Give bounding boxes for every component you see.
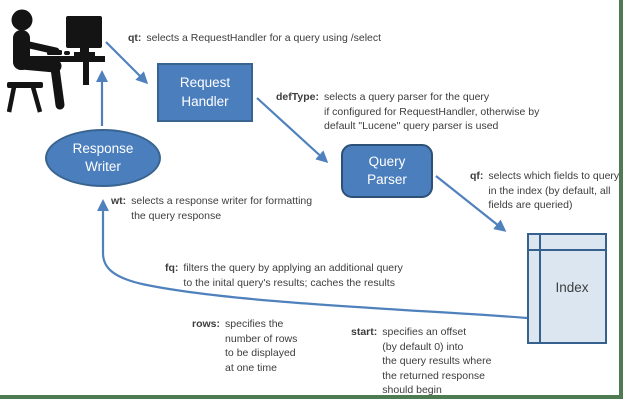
node-label-line: Writer: [85, 159, 121, 174]
annotation-line: at one time: [225, 361, 277, 374]
person-at-computer-icon: [6, 9, 105, 113]
annotation-line: the query results where: [382, 355, 492, 367]
annotation-line: filters the query by applying an additio…: [183, 262, 403, 274]
arrow-index-to-response-writer: [96, 198, 528, 320]
annotation-wt: wt: selects a response writer for format…: [111, 194, 312, 223]
param-label-qf: qf:: [470, 170, 484, 182]
node-label-line: Response: [72, 140, 134, 156]
node-label-line: Parser: [367, 172, 407, 187]
annotation-line: the query response: [131, 209, 222, 222]
param-label-rows: rows:: [192, 318, 221, 330]
node-index: Index: [527, 233, 607, 344]
annotation-line: default "Lucene" query parser is used: [323, 120, 499, 132]
node-label: Index: [555, 280, 589, 296]
annotation-start: start: specifies an offset (by default 0…: [351, 325, 491, 398]
arrow-query-parser-to-index: [435, 175, 507, 232]
slide-border-right: [619, 0, 623, 399]
annotation-line: specifies an offset: [382, 326, 467, 338]
index-column-divider: [538, 235, 541, 342]
node-request-handler: Request Handler: [157, 63, 253, 122]
annotation-fq: fq: filters the query by applying an add…: [165, 261, 403, 290]
annotation-deftype: defType: selects a query parser for the …: [276, 90, 539, 134]
arrow-request-handler-to-query-parser: [256, 97, 329, 164]
param-label-wt: wt:: [111, 195, 127, 207]
node-label-line: Request: [179, 75, 231, 90]
annotation-line: if configured for RequestHandler, otherw…: [323, 105, 540, 118]
annotation-line: should begin: [382, 384, 442, 396]
annotation-line: to be displayed: [225, 347, 296, 359]
node-query-parser: Query Parser: [341, 144, 433, 198]
annotation-line: to the inital query's results; caches th…: [183, 276, 395, 289]
annotation-line: number of rows: [225, 332, 298, 345]
annotation-rows: rows: specifies the number of rows to be…: [192, 317, 297, 375]
annotation-line: selects a RequestHandler for a query usi…: [146, 32, 382, 44]
param-label-qt: qt:: [128, 32, 142, 44]
index-header-divider: [529, 248, 605, 251]
annotation-line: selects which fields to query: [488, 170, 620, 182]
annotation-qt: qt: selects a RequestHandler for a query…: [128, 31, 381, 46]
node-label-line: Query: [368, 153, 406, 169]
node-label-line: Handler: [181, 93, 229, 109]
slide-border-bottom: [0, 395, 623, 399]
annotation-qf: qf: selects which fields to query in the…: [470, 169, 619, 213]
annotation-line: selects a query parser for the query: [323, 91, 490, 103]
annotation-line: the returned response: [382, 369, 485, 382]
param-label-deftype: defType:: [276, 91, 319, 103]
annotation-line: fields are queried): [488, 199, 573, 211]
annotation-line: specifies the: [225, 318, 284, 330]
param-label-fq: fq:: [165, 262, 179, 274]
annotation-line: in the index (by default, all: [488, 184, 611, 197]
arrow-user-to-request-handler: [105, 41, 149, 85]
param-label-start: start:: [351, 326, 378, 338]
node-response-writer: Response Writer: [45, 129, 161, 187]
annotation-line: (by default 0) into: [382, 340, 464, 353]
annotation-line: selects a response writer for formatting: [131, 195, 313, 207]
